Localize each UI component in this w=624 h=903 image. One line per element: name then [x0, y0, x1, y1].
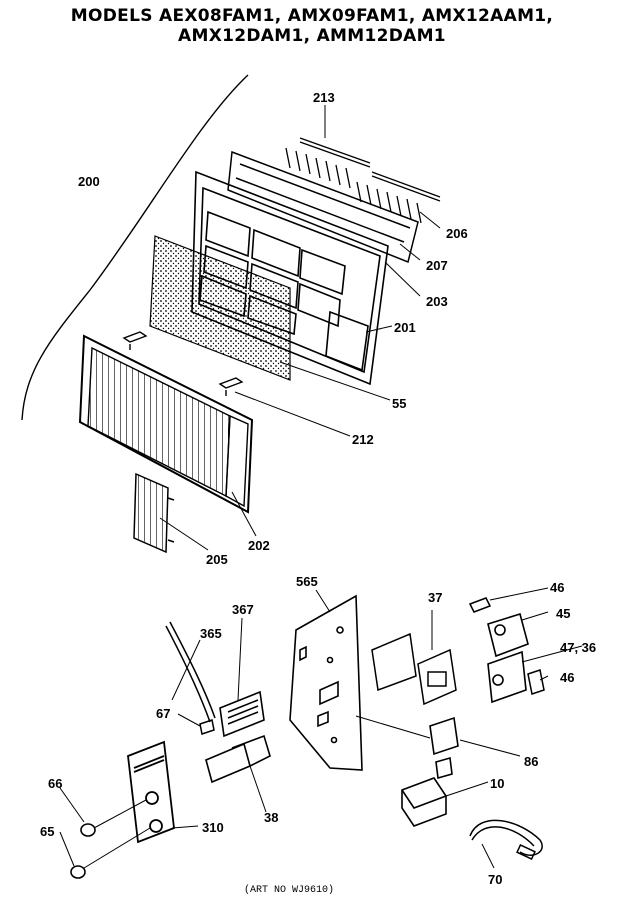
relay-86 [429, 716, 459, 780]
air-door-205 [133, 472, 175, 554]
label-86: 86 [524, 754, 538, 769]
thermostat-45 [487, 612, 529, 658]
label-55: 55 [392, 396, 406, 411]
power-cord-70 [469, 819, 543, 861]
louver-set-206 [356, 171, 441, 224]
knob-65 [70, 865, 86, 879]
bracket-38 [205, 734, 271, 784]
label-200: 200 [78, 174, 100, 189]
air-filter-55 [149, 235, 291, 381]
knob-46-upper [468, 597, 492, 613]
label-206: 206 [446, 226, 468, 241]
diagram-title-line-1: MODELS AEX08FAM1, AMX09FAM1, AMX12AAM1, [70, 6, 554, 26]
switch-37 [371, 632, 457, 706]
label-65: 65 [40, 824, 54, 839]
thermostat-tube-365 [165, 621, 216, 723]
label-46-upper: 46 [550, 580, 564, 595]
label-45: 45 [556, 606, 570, 621]
label-70: 70 [488, 872, 502, 887]
leader-lines [59, 105, 583, 869]
label-10: 10 [490, 776, 504, 791]
louver-set-213 [285, 137, 371, 189]
control-bracket-565 [289, 594, 363, 771]
label-367: 367 [232, 602, 254, 617]
knob-66 [80, 823, 96, 837]
label-37: 37 [428, 590, 442, 605]
front-grille-202 [78, 334, 254, 514]
label-365: 365 [200, 626, 222, 641]
group-bracket-arc [21, 74, 249, 421]
top-rail-207 [227, 150, 419, 264]
knob-46-lower [527, 669, 545, 695]
label-67: 67 [156, 706, 170, 721]
label-46-lower: 46 [560, 670, 574, 685]
capacitor-10 [401, 777, 447, 827]
label-207: 207 [426, 258, 448, 273]
label-203: 203 [426, 294, 448, 309]
label-310: 310 [202, 820, 224, 835]
label-565: 565 [296, 574, 318, 589]
connector-367 [219, 690, 265, 738]
art-number: (ART NO WJ9610) [244, 884, 334, 896]
label-66: 66 [48, 776, 62, 791]
control-panel-310 [127, 740, 175, 844]
label-212: 212 [352, 432, 374, 447]
clip-212 [122, 331, 244, 396]
label-202: 202 [248, 538, 270, 553]
label-213: 213 [313, 90, 335, 105]
label-47-36: 47, 36 [560, 640, 596, 655]
switch-47-36 [487, 650, 527, 704]
diagram-title-line-2: AMX12DAM1, AMM12DAM1 [178, 26, 446, 46]
label-201: 201 [394, 320, 416, 335]
label-205: 205 [206, 552, 228, 567]
bushing-67 [199, 719, 215, 735]
label-38: 38 [264, 810, 278, 825]
